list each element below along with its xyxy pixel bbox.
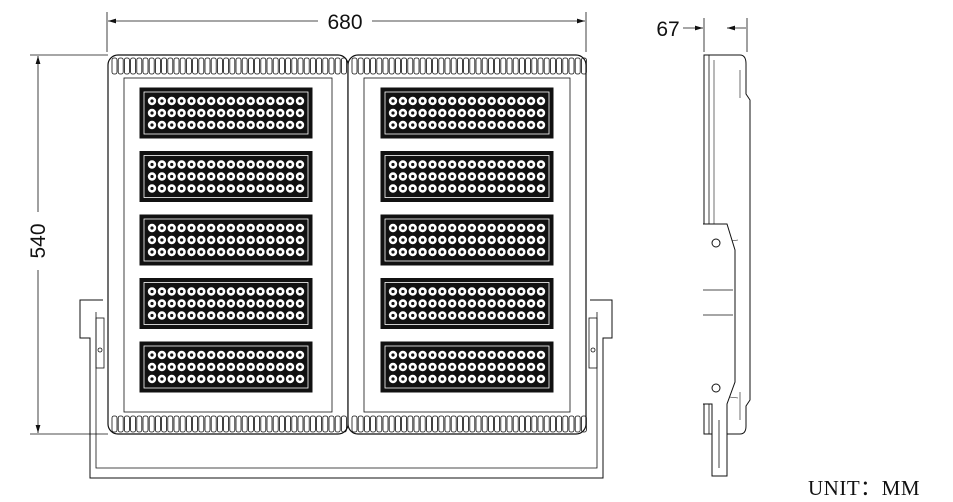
front-view bbox=[79, 54, 613, 479]
led-module bbox=[380, 151, 554, 202]
height-dimension: 540 bbox=[27, 54, 108, 435]
led-module bbox=[380, 341, 554, 393]
side-view bbox=[703, 54, 751, 477]
led-module bbox=[139, 278, 313, 329]
led-module bbox=[139, 341, 313, 393]
depth-dimension-label: 67 bbox=[656, 18, 679, 41]
led-module bbox=[139, 214, 313, 266]
height-dimension-label: 540 bbox=[27, 223, 50, 258]
led-module bbox=[139, 87, 313, 139]
side-bracket bbox=[703, 223, 736, 477]
led-module bbox=[139, 151, 313, 202]
width-dimension-label: 680 bbox=[327, 11, 362, 34]
unit-label: UNIT：MM bbox=[808, 476, 920, 500]
width-dimension: 680 bbox=[106, 11, 587, 52]
led-module bbox=[380, 278, 554, 329]
led-module bbox=[380, 87, 554, 139]
mounting-bracket bbox=[79, 299, 613, 479]
depth-dimension: 67 bbox=[656, 18, 748, 52]
led-module bbox=[380, 214, 554, 266]
